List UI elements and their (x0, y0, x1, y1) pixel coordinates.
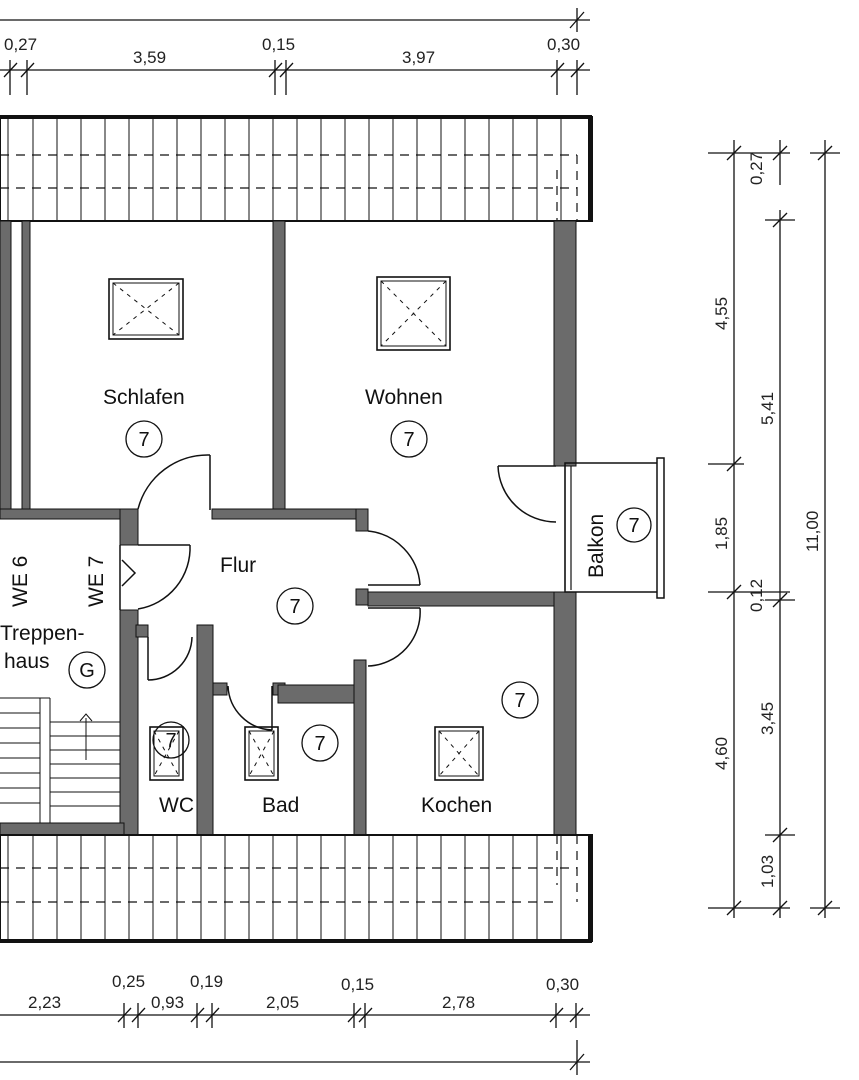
staircase (0, 697, 120, 823)
dim-right-7: 3,45 (758, 702, 777, 735)
room-label-wc: WC (159, 794, 194, 817)
dim-top-1: 0,27 (4, 35, 37, 54)
room-markers (68, 420, 652, 762)
room-label-flur: Flur (220, 554, 256, 577)
dim-right-1: 0,27 (747, 152, 766, 185)
room-label-treppenhaus-2: haus (4, 650, 50, 673)
walls (0, 220, 577, 836)
marker-wc: 7 (165, 730, 176, 752)
room-label-kochen: Kochen (421, 794, 492, 817)
marker-bad: 7 (314, 733, 325, 755)
dim-bottom-2: 0,25 (112, 972, 145, 991)
marker-treppenhaus: G (79, 660, 95, 682)
marker-wohnen: 7 (403, 429, 414, 451)
dim-bottom-5: 2,05 (266, 993, 299, 1012)
dim-right-5: 4,60 (712, 737, 731, 770)
room-label-balkon: Balkon (585, 514, 608, 578)
dim-bottom-4: 0,19 (190, 972, 223, 991)
dim-right-8: 1,03 (758, 855, 777, 888)
roof-top (0, 115, 593, 222)
balcony (564, 457, 665, 599)
room-label-wohnen: Wohnen (365, 386, 443, 409)
dim-top-5: 0,30 (547, 35, 580, 54)
doors (121, 454, 557, 731)
dim-right-2: 4,55 (712, 297, 731, 330)
room-label-bad: Bad (262, 794, 299, 817)
marker-flur: 7 (289, 596, 300, 618)
dim-bottom-6: 0,15 (341, 975, 374, 994)
label-we6: WE 6 (9, 556, 32, 607)
dim-right-4: 0,12 (747, 579, 766, 612)
dim-bottom-3: 0,93 (151, 993, 184, 1012)
marker-schlafen: 7 (138, 429, 149, 451)
dim-bottom-7: 2,78 (442, 993, 475, 1012)
right-dimension-chains (708, 140, 840, 918)
dim-right-9: 11,00 (803, 511, 822, 552)
marker-kochen: 7 (514, 690, 525, 712)
bottom-dimension-chain (0, 1003, 590, 1075)
dim-right-3: 1,85 (712, 517, 731, 550)
marker-balkon: 7 (628, 515, 639, 537)
roof-bottom (0, 834, 593, 943)
dim-top-4: 3,97 (402, 48, 435, 67)
room-label-treppenhaus-1: Treppen- (0, 622, 84, 645)
dim-top-3: 0,15 (262, 35, 295, 54)
dim-right-6: 5,41 (758, 392, 777, 425)
top-dimension-chain (0, 8, 590, 95)
room-label-schlafen: Schlafen (103, 386, 185, 409)
skylights (108, 276, 484, 781)
label-we7: WE 7 (85, 556, 108, 607)
dim-bottom-8: 0,30 (546, 975, 579, 994)
dim-top-2: 3,59 (133, 48, 166, 67)
dim-bottom-1: 2,23 (28, 993, 61, 1012)
